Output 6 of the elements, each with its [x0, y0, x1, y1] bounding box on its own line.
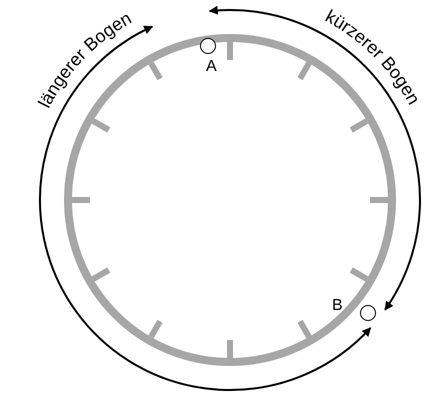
arrow — [208, 6, 421, 311]
point-marker — [200, 38, 216, 54]
point-label: A — [206, 58, 217, 76]
point-marker — [360, 305, 376, 321]
arrow — [39, 26, 372, 391]
point-label: B — [332, 297, 343, 315]
